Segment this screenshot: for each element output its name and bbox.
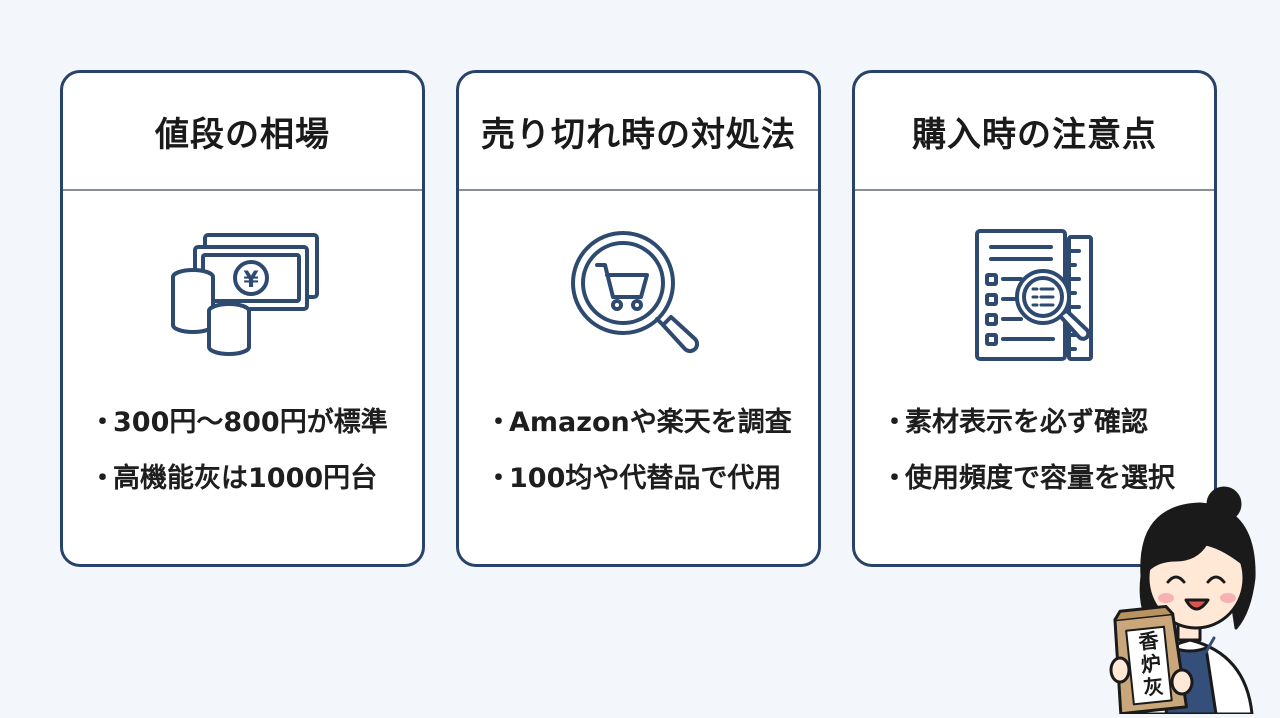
money-coins-icon: ¥ <box>63 225 422 365</box>
list-item: ・使用頻度で容量を選択 <box>881 463 1175 494</box>
list-item: ・300円〜800円が標準 <box>89 407 388 438</box>
list-item: ・Amazonや楽天を調査 <box>485 407 792 438</box>
bullet-list: ・素材表示を必ず確認 ・使用頻度で容量を選択 <box>881 395 1204 507</box>
document-magnifier-icon <box>855 225 1214 365</box>
card-title: 値段の相場 <box>63 73 422 191</box>
bullet-list: ・300円〜800円が標準 ・高機能灰は1000円台 <box>89 395 412 507</box>
list-item: ・100均や代替品で代用 <box>485 463 782 494</box>
card-sold-out: 売り切れ時の対処法 ・Amazonや楽天を調査 ・100均や代替品で代用 <box>456 70 821 567</box>
list-item: ・高機能灰は1000円台 <box>89 463 378 494</box>
card-price-range: 値段の相場 ¥ <box>60 70 425 567</box>
card-purchase-notes: 購入時の注意点 ・素材表示を必ず確認 ・使用頻度で容量を選択 <box>852 70 1217 567</box>
list-item: ・素材表示を必ず確認 <box>881 407 1148 438</box>
bullet-list: ・Amazonや楽天を調査 ・100均や代替品で代用 <box>485 395 808 507</box>
svg-text:¥: ¥ <box>243 268 259 293</box>
bag-label: 香 炉 灰 <box>1137 628 1165 700</box>
mascot-illustration: 香 炉 灰 <box>1100 486 1280 716</box>
magnifier-cart-icon <box>459 225 818 365</box>
card-title: 購入時の注意点 <box>855 73 1214 191</box>
card-title: 売り切れ時の対処法 <box>459 73 818 191</box>
